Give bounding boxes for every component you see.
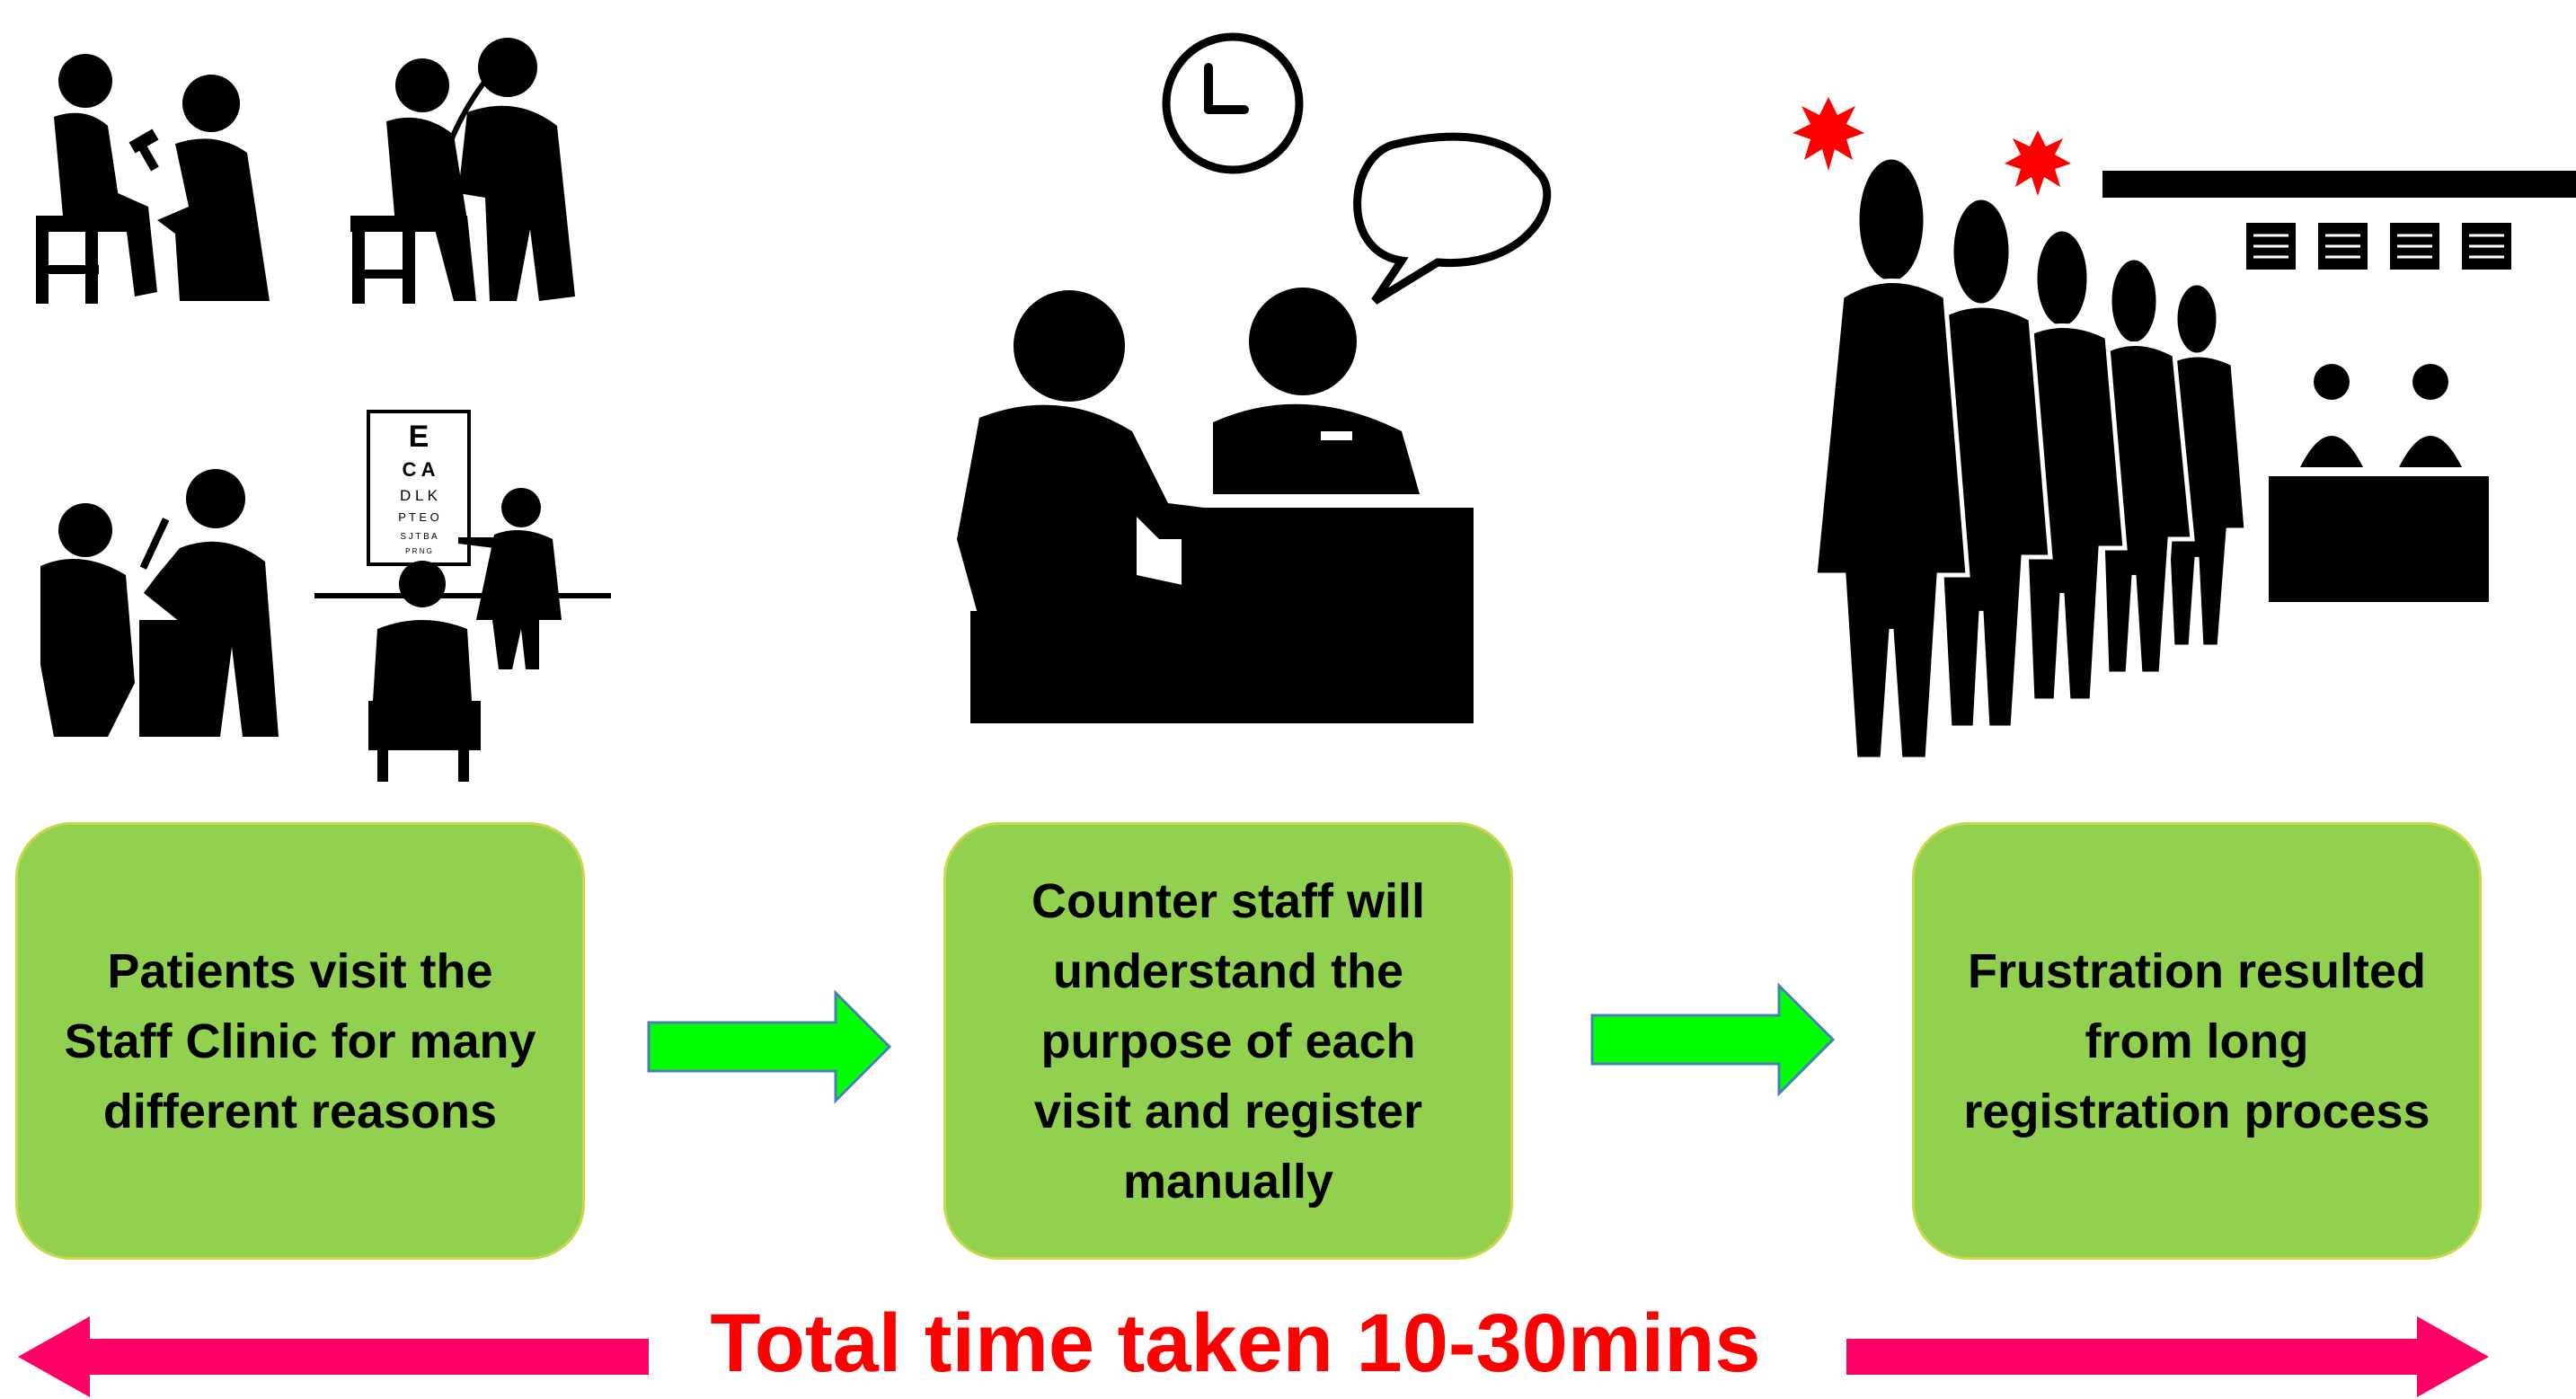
queue-people-icon — [1812, 155, 2249, 762]
doctor-injection-icon — [40, 469, 279, 737]
flow-arrow-1 — [647, 989, 892, 1104]
frustration-burst-icon — [1793, 97, 2071, 196]
step-text-frustration: Frustration resulted from long registrat… — [1963, 943, 2430, 1138]
doctor-reflex-test-icon — [36, 54, 270, 304]
total-time-label: Total time taken 10-30mins — [710, 1297, 1761, 1389]
eye-chart-row-5: S J T B A — [400, 532, 438, 542]
timeline-left-arrow — [18, 1316, 649, 1397]
step-text-counter-staff: Counter staff will understand the purpos… — [1031, 873, 1425, 1209]
patient-icon — [957, 290, 1208, 723]
step-text-patients-visit: Patients visit the Staff Clinic for many… — [64, 943, 536, 1138]
clock-icon — [1162, 32, 1304, 174]
speech-bubble-icon — [1353, 132, 1552, 305]
eye-test-icon: E C A D L K P T E O S J T B A P R N G — [314, 410, 611, 782]
eye-chart-row-6: P R N G — [405, 547, 432, 555]
counter-staff-icon — [1182, 288, 1474, 723]
eye-chart-row-3: D L K — [400, 487, 438, 504]
doctor-stethoscope-icon — [350, 38, 575, 304]
registration-desk-icon — [2102, 171, 2576, 602]
eye-chart-row-2: C A — [402, 458, 435, 481]
eye-chart-row-1: E — [409, 420, 429, 454]
step-box-counter-staff: Counter staff will understand the purpos… — [943, 822, 1513, 1260]
step-box-patients-visit: Patients visit the Staff Clinic for many… — [15, 822, 585, 1260]
flow-arrow-2 — [1590, 982, 1836, 1097]
timeline-right-arrow — [1846, 1316, 2489, 1397]
eye-chart-row-4: P T E O — [398, 510, 439, 524]
step-box-frustration: Frustration resulted from long registrat… — [1912, 822, 2482, 1260]
